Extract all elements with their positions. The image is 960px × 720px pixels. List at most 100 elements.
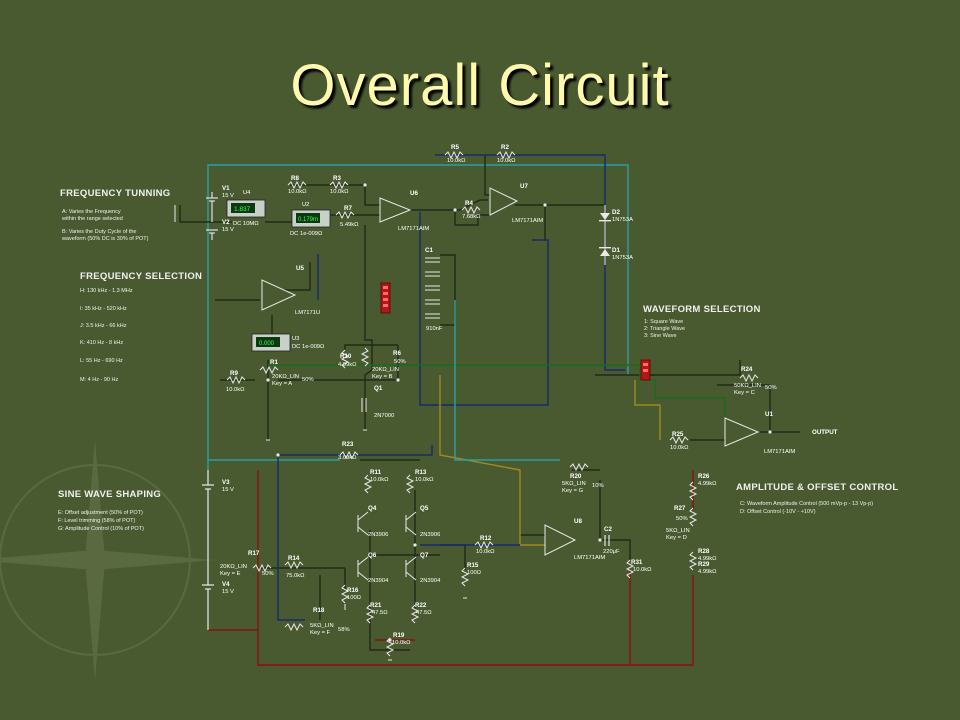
r6-key: Key = B bbox=[372, 374, 393, 380]
r12-value: 10.0kΩ bbox=[476, 549, 495, 555]
q6-label: Q6 bbox=[368, 552, 377, 559]
frequency-selection-title: FREQUENCY SELECTION bbox=[80, 271, 202, 282]
wire-olive bbox=[439, 375, 545, 546]
wire-olive-2 bbox=[634, 380, 661, 440]
frequency-tuning-title: FREQUENCY TUNNING bbox=[60, 188, 171, 199]
r15-value: 100Ω bbox=[467, 570, 482, 576]
battery-v1-v2-symbol bbox=[206, 192, 218, 240]
frequency-selection-line: H: 130 kHz - 1.3 MHz bbox=[80, 288, 133, 294]
c2-value: 220μF bbox=[603, 549, 620, 555]
r17-label: R17 bbox=[248, 550, 260, 557]
compass-watermark bbox=[0, 440, 215, 680]
frequency-selection-block: FREQUENCY SELECTION H: 130 kHz - 1.3 MHz… bbox=[80, 271, 202, 383]
meter-u2 bbox=[291, 209, 331, 228]
wire-teal-mid bbox=[454, 300, 560, 461]
r6-percent: 50% bbox=[394, 359, 406, 365]
r27-value: 5KΩ_LIN bbox=[666, 528, 690, 534]
r9-value: 10.0kΩ bbox=[226, 387, 245, 393]
amplitude-offset-line: D: Offset Control (-10V - +10V) bbox=[740, 509, 816, 515]
u6-label: U6 bbox=[410, 190, 418, 197]
meter-u4 bbox=[226, 199, 266, 218]
r18-key: Key = F bbox=[310, 630, 331, 636]
r24-value: 50KΩ_LIN bbox=[734, 383, 761, 389]
u4-reading: 1.837 bbox=[234, 206, 251, 213]
r3-value: 10.0kΩ bbox=[330, 189, 349, 195]
r18-value: 5KΩ_LIN bbox=[310, 623, 334, 629]
v1-value: 15 V bbox=[222, 193, 234, 199]
u4-label: U4 bbox=[243, 190, 251, 196]
r19-label: R19 bbox=[393, 632, 405, 639]
wire-navy-top bbox=[435, 154, 625, 371]
r26-label: R26 bbox=[698, 473, 710, 480]
r24-label: R24 bbox=[741, 366, 753, 373]
r4-label: R4 bbox=[465, 200, 473, 207]
wire-teal-top bbox=[207, 164, 629, 470]
r14-value: 75.0kΩ bbox=[286, 573, 305, 579]
frequency-tuning-block: FREQUENCY TUNNING A: Varies the Frequenc… bbox=[60, 188, 171, 242]
u3-label: U3 bbox=[292, 336, 299, 342]
r6-label: R6 bbox=[393, 350, 401, 357]
r7-value: 5.49kΩ bbox=[340, 222, 359, 228]
r1-percent: 50% bbox=[302, 377, 314, 383]
u8-part: LM7171AIM bbox=[574, 555, 605, 561]
waveform-selection-line: 1: Square Wave bbox=[644, 319, 683, 325]
u5-part: LM7171U bbox=[295, 310, 320, 316]
u8-label: U8 bbox=[574, 518, 582, 525]
v4-value: 15 V bbox=[222, 589, 234, 595]
battery-v3-v4-symbol bbox=[202, 470, 214, 630]
amplitude-offset-line: C: Waveform Amplitude Control (500 mVp-p… bbox=[740, 501, 873, 507]
frequency-selection-line: K: 410 Hz - 8 kHz bbox=[80, 340, 123, 346]
r17-key: Key = E bbox=[220, 571, 241, 577]
r20-label: R20 bbox=[570, 473, 582, 480]
r17-percent: 50% bbox=[262, 571, 274, 577]
r13-label: R13 bbox=[415, 469, 427, 476]
capacitor-selector-switch bbox=[380, 282, 391, 314]
frequency-tuning-line: A: Varies the Frequency bbox=[62, 209, 121, 215]
waveform-selection-block: WAVEFORM SELECTION 1: Square Wave 2: Tri… bbox=[643, 304, 760, 339]
v4-label: V4 bbox=[222, 581, 230, 588]
u7-part: LM7171AIM bbox=[512, 218, 543, 224]
v2-value: 15 V bbox=[222, 227, 234, 233]
r23-label: R23 bbox=[342, 441, 354, 448]
r24-key: Key = C bbox=[734, 390, 755, 396]
sine-wave-shaping-line: G: Amplitude Control (10% of POT) bbox=[58, 526, 144, 532]
meter-u3 bbox=[251, 333, 291, 352]
r10-value: 4.99kΩ bbox=[338, 362, 357, 368]
u5-label: U5 bbox=[296, 265, 304, 272]
r20-value: 5KΩ_LIN bbox=[562, 481, 586, 487]
wire-green bbox=[268, 364, 726, 425]
v3-label: V3 bbox=[222, 479, 230, 486]
d1-label: D1 bbox=[612, 247, 620, 254]
wire-navy-u6 bbox=[419, 212, 549, 406]
frequency-tuning-line: B: Varies the Duty Cycle of the bbox=[62, 229, 137, 235]
q5-label: Q5 bbox=[420, 505, 429, 512]
r18-label: R18 bbox=[313, 607, 325, 614]
r27-percent: 50% bbox=[676, 516, 688, 522]
frequency-selection-line: M: 4 Hz - 90 Hz bbox=[80, 377, 118, 383]
u3-mode: DC 1e-009Ω bbox=[292, 344, 325, 350]
r2-label: R2 bbox=[501, 144, 509, 151]
r21-label: R21 bbox=[370, 602, 382, 609]
r11-value: 10.0kΩ bbox=[370, 477, 389, 483]
r5-value: 10.0kΩ bbox=[447, 158, 466, 164]
r29-value: 4.99kΩ bbox=[698, 569, 717, 575]
junction-dots bbox=[266, 183, 772, 642]
u2-reading: 0.179m bbox=[298, 217, 318, 223]
frequency-selection-line: I: 35 kHz - 520 kHz bbox=[80, 306, 127, 312]
r23-value: 3.09kΩ bbox=[338, 455, 357, 461]
frequency-selection-line: J: 3.5 kHz - 66 kHz bbox=[80, 323, 127, 329]
transistor-symbols bbox=[357, 398, 417, 581]
sine-wave-shaping-line: E: Offset adjustment (50% of POT) bbox=[58, 510, 143, 516]
r18-percent: 58% bbox=[338, 627, 350, 633]
r31-value: 10.0kΩ bbox=[633, 567, 652, 573]
r1-key: Key = A bbox=[272, 381, 292, 387]
r8-value: 10.0kΩ bbox=[288, 189, 307, 195]
r27-key: Key = D bbox=[666, 535, 687, 541]
frequency-selection-line: L: 55 Hz - 690 Hz bbox=[80, 358, 123, 364]
r14-label: R14 bbox=[288, 555, 300, 562]
u4-mode: DC 10MΩ bbox=[233, 221, 259, 227]
wire-red-bottom bbox=[208, 570, 631, 666]
r3-label: R3 bbox=[333, 175, 341, 182]
r26-value: 4.99kΩ bbox=[698, 481, 717, 487]
capacitor-bank bbox=[425, 257, 440, 319]
